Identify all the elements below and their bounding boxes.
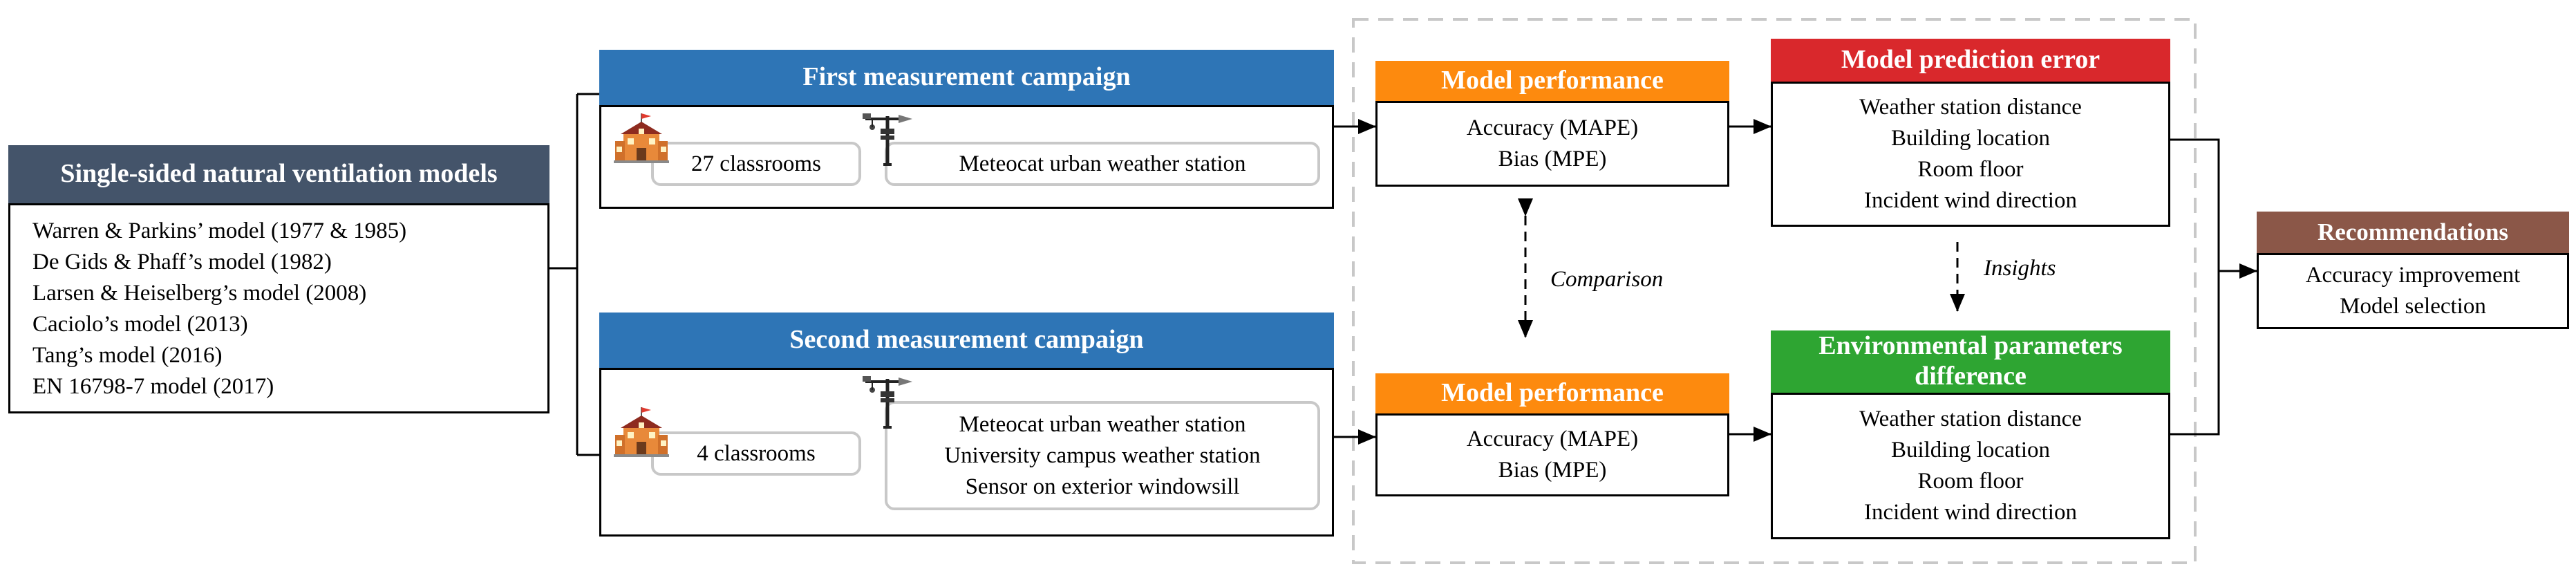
recommendations-title: Recommendations bbox=[2317, 218, 2509, 245]
campaign2-title: Second measurement campaign bbox=[789, 325, 1144, 355]
campaign2-stations: Meteocat urban weather station Universit… bbox=[885, 401, 1320, 510]
campaign2-header: Second measurement campaign bbox=[599, 313, 1334, 368]
env-line: Building location bbox=[1890, 438, 2051, 463]
models-header: Single-sided natural ventilation models bbox=[8, 145, 549, 203]
station-label: Meteocat urban weather station bbox=[959, 411, 1246, 437]
error-line: Room floor bbox=[1917, 157, 2024, 182]
performance2-header: Model performance bbox=[1375, 373, 1729, 413]
recommendations-line: Accuracy improvement bbox=[2305, 263, 2521, 288]
weather-station-icon bbox=[863, 113, 912, 166]
env-line: Room floor bbox=[1917, 469, 2024, 494]
campaign1-header: First measurement campaign bbox=[599, 50, 1334, 105]
weather-station-icon bbox=[863, 376, 912, 429]
list-item: Warren & Parkins’ model (1977 & 1985) bbox=[32, 218, 407, 243]
models-list: Warren & Parkins’ model (1977 & 1985) De… bbox=[8, 203, 549, 413]
env-line: Incident wind direction bbox=[1864, 500, 2077, 525]
recommendations-header: Recommendations bbox=[2257, 212, 2569, 253]
insights-label: Insights bbox=[1984, 256, 2056, 281]
recommendations-body: Accuracy improvement Model selection bbox=[2257, 253, 2569, 329]
comparison-label: Comparison bbox=[1550, 267, 1664, 292]
performance1-line: Bias (MPE) bbox=[1498, 147, 1607, 171]
bracket-models-to-campaigns bbox=[549, 93, 599, 456]
bracket-to-recommendations bbox=[2170, 138, 2257, 436]
list-item: De Gids & Phaff’s model (1982) bbox=[32, 250, 332, 274]
campaign1-title: First measurement campaign bbox=[802, 62, 1131, 92]
error-header: Model prediction error bbox=[1771, 39, 2170, 82]
campaign2-classrooms: 4 classrooms bbox=[651, 431, 861, 476]
performance2-title: Model performance bbox=[1441, 378, 1664, 408]
campaign1-classrooms: 27 classrooms bbox=[651, 142, 861, 186]
env-body: Weather station distance Building locati… bbox=[1771, 393, 2170, 539]
classrooms-label: 4 classrooms bbox=[697, 440, 816, 466]
performance2-line: Accuracy (MAPE) bbox=[1466, 427, 1639, 451]
error-body: Weather station distance Building locati… bbox=[1771, 82, 2170, 227]
recommendations-line: Model selection bbox=[2340, 294, 2486, 319]
performance1-header: Model performance bbox=[1375, 61, 1729, 101]
station-label: Sensor on exterior windowsill bbox=[965, 474, 1240, 499]
models-title: Single-sided natural ventilation models bbox=[60, 159, 498, 189]
list-item: Caciolo’s model (2013) bbox=[32, 312, 248, 337]
env-title-line: difference bbox=[1915, 362, 2027, 391]
school-icon bbox=[614, 113, 669, 163]
performance1-title: Model performance bbox=[1441, 66, 1664, 95]
env-line: Weather station distance bbox=[1859, 407, 2082, 431]
list-item: Tang’s model (2016) bbox=[32, 343, 223, 368]
performance2-body: Accuracy (MAPE) Bias (MPE) bbox=[1375, 413, 1729, 496]
error-line: Incident wind direction bbox=[1864, 188, 2077, 213]
performance1-line: Accuracy (MAPE) bbox=[1466, 115, 1639, 140]
performance2-line: Bias (MPE) bbox=[1498, 458, 1607, 483]
list-item: EN 16798-7 model (2017) bbox=[32, 374, 274, 399]
campaign1-stations: Meteocat urban weather station bbox=[885, 142, 1320, 186]
station-label: Meteocat urban weather station bbox=[959, 151, 1246, 176]
env-title-line: Environmental parameters bbox=[1818, 331, 2123, 361]
school-icon bbox=[614, 407, 669, 457]
error-title: Model prediction error bbox=[1841, 45, 2100, 75]
station-label: University campus weather station bbox=[944, 442, 1261, 468]
performance1-body: Accuracy (MAPE) Bias (MPE) bbox=[1375, 101, 1729, 187]
classrooms-label: 27 classrooms bbox=[691, 151, 821, 176]
list-item: Larsen & Heiselberg’s model (2008) bbox=[32, 281, 367, 306]
env-header: Environmental parameters difference bbox=[1771, 330, 2170, 393]
error-line: Weather station distance bbox=[1859, 95, 2082, 120]
error-line: Building location bbox=[1890, 126, 2051, 151]
